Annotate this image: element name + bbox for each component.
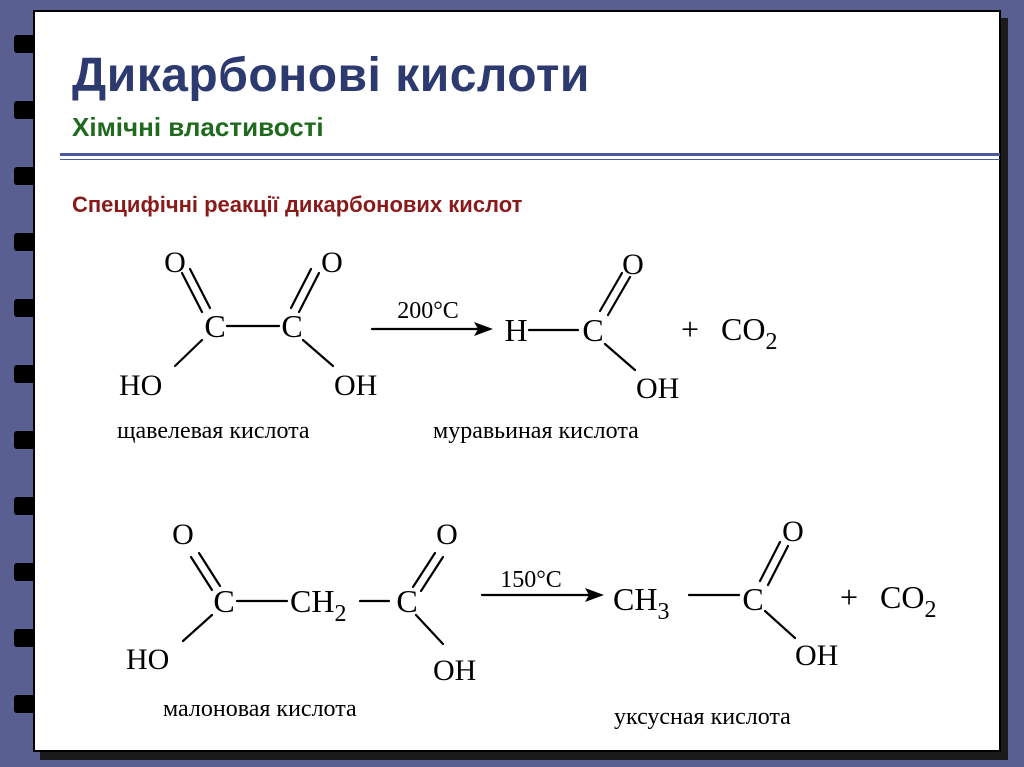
atom-carbon: C (213, 583, 234, 619)
atom-carbon: C (396, 583, 417, 619)
header-divider-thin (60, 159, 1000, 160)
atom-oxygen: O (321, 246, 343, 279)
slide-subtitle: Хімічні властивості (72, 112, 324, 142)
atom-carbon: C (582, 312, 603, 348)
carbon-dioxide: CO2 (880, 579, 936, 623)
compound-name: уксусная кислота (614, 704, 791, 730)
header-divider (60, 153, 1000, 156)
compound-name: малоновая кислота (163, 696, 357, 722)
hydroxyl-group: OH (795, 639, 838, 672)
atom-oxygen: O (436, 518, 458, 551)
atom-oxygen: O (622, 248, 644, 281)
reaction-condition: 200°C (397, 298, 459, 324)
arrow-head-1 (474, 322, 493, 336)
atom-carbon: C (204, 308, 225, 344)
atom-carbon: C (742, 581, 763, 617)
section-heading: Специфічні реакції дикарбонових кислот (72, 192, 523, 217)
atom-oxygen: O (782, 515, 804, 548)
compound-name: щавелевая кислота (117, 418, 310, 444)
atom-hydrogen: H (504, 312, 527, 348)
atom-oxygen: O (164, 246, 186, 279)
methylene-group: CH2 (290, 583, 346, 627)
hydroxyl-group: HO (126, 643, 169, 676)
carbon-dioxide: CO2 (721, 311, 777, 355)
methyl-group: CH3 (613, 581, 669, 625)
atom-oxygen: O (172, 518, 194, 551)
compound-name: муравьиная кислота (433, 418, 639, 444)
atom-carbon: C (281, 308, 302, 344)
plus-sign: + (840, 579, 858, 615)
arrow-head-2 (585, 588, 604, 602)
plus-sign: + (681, 311, 699, 347)
reaction-scheme: O O C C HO OH щавелевая кислота 200°C H … (117, 246, 936, 730)
reaction-condition: 150°C (500, 567, 562, 593)
slide-page: Дикарбонові кислоти Хімічні властивості … (33, 10, 1001, 752)
slide-title: Дикарбонові кислоти (72, 49, 590, 102)
hydroxyl-group: HO (119, 369, 162, 402)
hydroxyl-group: OH (636, 372, 679, 405)
hydroxyl-group: OH (433, 654, 476, 687)
hydroxyl-group: OH (334, 369, 377, 402)
